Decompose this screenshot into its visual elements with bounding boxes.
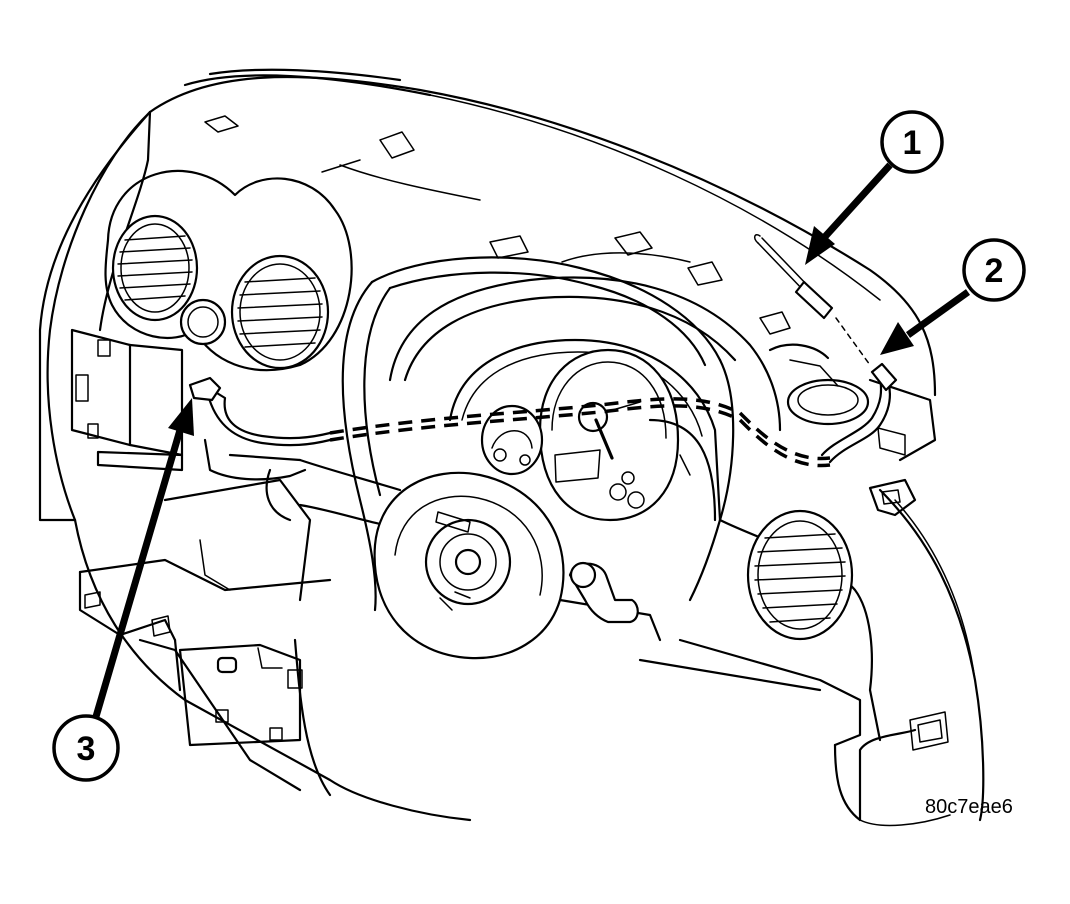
callout-circle-3 xyxy=(52,714,120,782)
left-outer-air-vent xyxy=(111,214,199,322)
right-door-trim xyxy=(858,478,985,822)
callout-2: 2 xyxy=(880,238,1026,355)
figure-reference-code: 80c7eae6 xyxy=(925,796,1013,818)
tachometer xyxy=(480,404,544,476)
dash-top-clips xyxy=(204,115,791,335)
lower-left-trim-panel xyxy=(78,478,332,792)
left-vent-housing xyxy=(104,170,353,372)
dash-speaker-ring xyxy=(768,343,937,462)
steering-wheel xyxy=(341,256,735,612)
switch-bank xyxy=(70,328,184,472)
clockspring-hub xyxy=(373,471,662,660)
wiring-harness xyxy=(188,362,898,468)
callout-1: 1 xyxy=(805,110,944,265)
callout-circle-1 xyxy=(880,110,944,174)
callout-number-3: 3 xyxy=(77,730,96,768)
callout-number-1: 1 xyxy=(903,124,922,162)
round-control-knob xyxy=(179,298,227,346)
sunload-sensor xyxy=(753,233,871,366)
callout-3: 3 xyxy=(52,398,194,782)
speedometer-hub xyxy=(577,401,609,433)
passenger-airbag-connector xyxy=(188,376,222,402)
callout-number-2: 2 xyxy=(985,252,1004,290)
center-air-vent xyxy=(746,509,854,641)
steering-column-shroud xyxy=(203,438,402,797)
left-inner-air-vent xyxy=(230,254,330,370)
multifunction-switch-stalk xyxy=(568,561,639,624)
callout-circle-2 xyxy=(962,238,1026,302)
antenna-connector xyxy=(870,362,898,392)
instrument-cluster-gauges xyxy=(480,348,717,522)
